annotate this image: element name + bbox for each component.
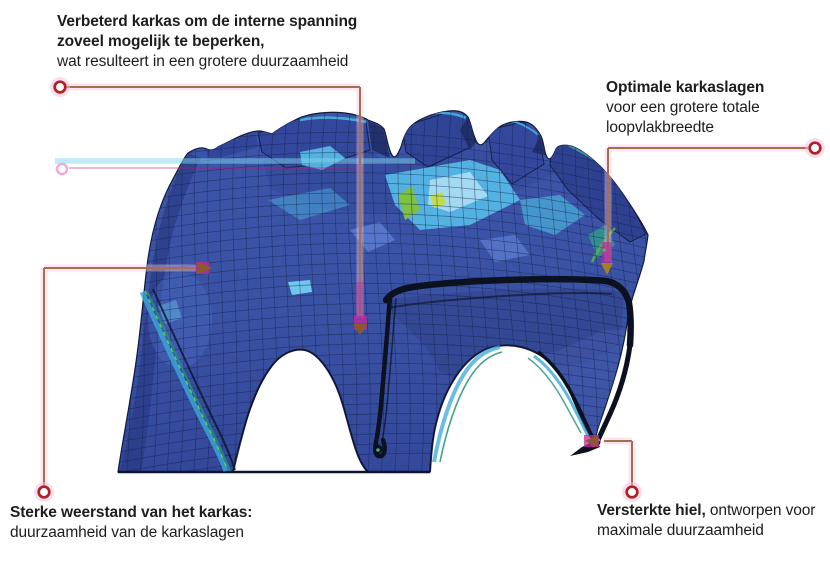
callout-leader-top-left: [66, 86, 367, 335]
callout-marker-circle: [625, 485, 639, 499]
carcass-ply-layers-left: [139, 288, 236, 472]
callout-regular-text: duurzaamheid van de karkaslagen: [10, 524, 244, 542]
callout-text-bottom-left: Sterke weerstand van het karkas: duurzaam…: [10, 503, 302, 543]
carcass-ply-layers-mid: [432, 345, 503, 463]
callout-leader-bottom-left: [43, 262, 212, 486]
callout-leader-bottom-right: [584, 435, 633, 486]
sidewall-shadow: [118, 153, 201, 472]
stress-patches: [158, 146, 616, 324]
carcass-line-center: [372, 295, 393, 459]
callout-regular-text: wat resulteert in een grotere duurzaamhe…: [57, 53, 349, 71]
callout-leaders: [34, 77, 825, 502]
callout-marker-circle: [808, 141, 822, 155]
cut-section-details: [118, 275, 634, 474]
callout-bold-text: Sterke weerstand van het karkas:: [10, 504, 253, 521]
leader-arrow-down: [353, 324, 367, 335]
carcass-belt-line: [382, 275, 634, 349]
callout-text-top-right: Optimale karkaslagen voor een grotere tot…: [606, 78, 794, 138]
leader-arrow-right: [198, 262, 212, 274]
carcass-line-right: [594, 342, 633, 445]
callout-text-top-left: Verbeterd karkas om de interne spanning …: [57, 12, 373, 72]
highlight-magenta: [602, 242, 612, 268]
callout-regular-text: ontworpen voor maximale duurzaamheid: [597, 502, 816, 540]
callout-marker-circle: [37, 485, 51, 499]
callout-bold-text: Verbeterd karkas om de interne spanning …: [57, 13, 358, 51]
bead-hook-center: [373, 444, 383, 454]
callout-bold-text: Versterkte hiel,: [597, 502, 706, 519]
callout-bold-text: Optimale karkaslagen: [606, 79, 765, 96]
crown-inner-shadow: [388, 288, 624, 378]
leader-arrow-down: [601, 263, 613, 275]
callout-regular-text: voor een grotere totale loopvlakbreedte: [606, 99, 760, 137]
ghost-marker-circle: [55, 162, 69, 176]
leader-arrow-left: [585, 435, 598, 447]
callout-marker-circle: [53, 80, 67, 94]
callout-leader-top-right: [601, 147, 808, 275]
carcass-ply-layers-right: [527, 350, 596, 442]
callout-text-bottom-right: Versterkte hiel, ontworpen voor maximale…: [597, 501, 819, 541]
